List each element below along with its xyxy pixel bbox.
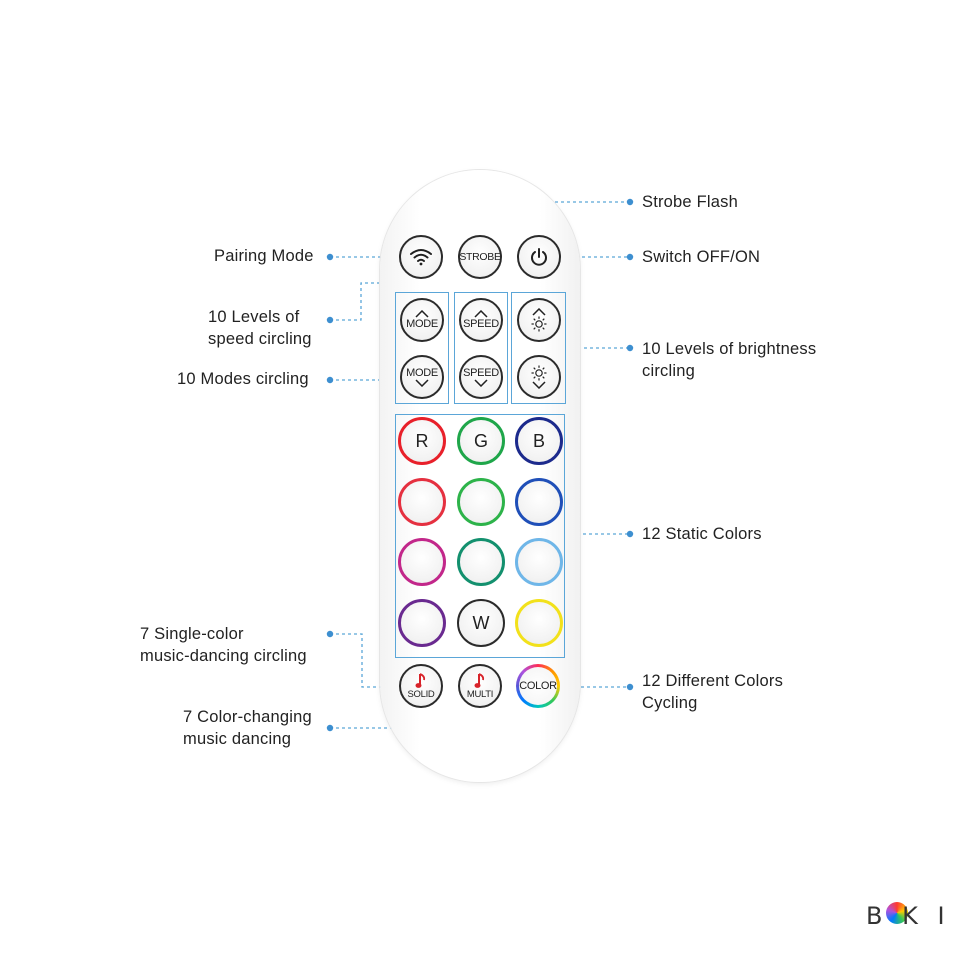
label-switch-off-on: Switch OFF/ON: [642, 248, 761, 266]
chevron-down-icon: [415, 379, 429, 387]
mode-up-button[interactable]: MODE: [400, 298, 444, 342]
multi-label: MULTI: [466, 688, 494, 700]
dot-cycling: [626, 683, 634, 691]
logo-bulb-icon: [886, 902, 908, 924]
dot-strobe: [626, 198, 634, 206]
sun-icon: [531, 365, 547, 381]
color-button-purple[interactable]: [398, 599, 446, 647]
color-button-red2[interactable]: [398, 478, 446, 526]
label-color-changing-music: 7 Color-changing music dancing: [183, 708, 312, 748]
power-button[interactable]: [517, 235, 561, 279]
sun-icon: [531, 316, 547, 332]
mode-group-box: [395, 292, 449, 404]
color-button-yellow[interactable]: [515, 599, 563, 647]
label-speed-levels: 10 Levels of speed circling: [208, 308, 312, 348]
dot-speed: [326, 316, 334, 324]
chevron-down-icon: [474, 379, 488, 387]
label-static-colors: 12 Static Colors: [642, 525, 762, 543]
speed-down-button[interactable]: SPEED: [459, 355, 503, 399]
strobe-button[interactable]: STROBE: [458, 235, 502, 279]
wifi-icon: [410, 249, 432, 266]
color-button-lightblue[interactable]: [515, 538, 563, 586]
pairing-button[interactable]: [399, 235, 443, 279]
music-note-icon: [474, 672, 485, 688]
red-button-label: R: [415, 430, 429, 451]
label-color-cycling: 12 Different Colors Cycling: [642, 672, 784, 712]
color-button-blue2[interactable]: [515, 478, 563, 526]
dot-modes: [326, 376, 334, 384]
white-button-label: W: [472, 612, 490, 633]
brand-logo: B K I: [866, 902, 951, 930]
label-modes-circling: 10 Modes circling: [177, 370, 309, 388]
color-button-magenta[interactable]: [398, 538, 446, 586]
label-pairing-mode: Pairing Mode: [214, 247, 314, 265]
green-button-label: G: [473, 430, 488, 451]
chevron-down-icon: [532, 381, 546, 389]
chevron-up-icon: [474, 310, 488, 318]
mode-down-label: MODE: [406, 367, 438, 379]
dot-switch: [626, 253, 634, 261]
brightness-group-box: [511, 292, 566, 404]
brightness-up-button[interactable]: [517, 298, 561, 342]
dot-static: [626, 530, 634, 538]
chevron-up-icon: [415, 310, 429, 318]
color-button-teal[interactable]: [457, 538, 505, 586]
mode-down-button[interactable]: MODE: [400, 355, 444, 399]
brightness-down-button[interactable]: [517, 355, 561, 399]
strobe-button-label: STROBE: [459, 251, 501, 263]
speed-group-box: [454, 292, 508, 404]
speed-up-button[interactable]: SPEED: [459, 298, 503, 342]
static-colors-group-box: [395, 414, 565, 658]
color-cycle-label: COLOR: [519, 680, 557, 692]
multi-music-button[interactable]: MULTI: [458, 664, 502, 708]
label-brightness-levels: 10 Levels of brightness circling: [642, 340, 817, 380]
dot-single: [326, 630, 334, 638]
color-cycle-button[interactable]: COLOR: [516, 664, 560, 708]
speed-down-label: SPEED: [463, 367, 499, 379]
mode-up-label: MODE: [406, 318, 438, 330]
leader-speed: [330, 282, 482, 321]
solid-label: SOLID: [407, 688, 435, 700]
music-note-icon: [415, 672, 426, 688]
color-button-green2[interactable]: [457, 478, 505, 526]
power-icon: [531, 248, 547, 266]
blue-button-label: B: [532, 430, 545, 451]
dot-multi: [326, 724, 334, 732]
label-strobe-flash: Strobe Flash: [642, 193, 738, 211]
chevron-up-icon: [532, 308, 546, 316]
red-button[interactable]: R: [398, 417, 446, 465]
white-button[interactable]: W: [457, 599, 505, 647]
solid-music-button[interactable]: SOLID: [399, 664, 443, 708]
label-single-color-music: 7 Single-color music-dancing circling: [140, 625, 307, 665]
speed-up-label: SPEED: [463, 318, 499, 330]
blue-button[interactable]: B: [515, 417, 563, 465]
dot-brightness: [626, 344, 634, 352]
dot-pairing: [326, 253, 334, 261]
green-button[interactable]: G: [457, 417, 505, 465]
leader-strobe: [480, 201, 628, 236]
